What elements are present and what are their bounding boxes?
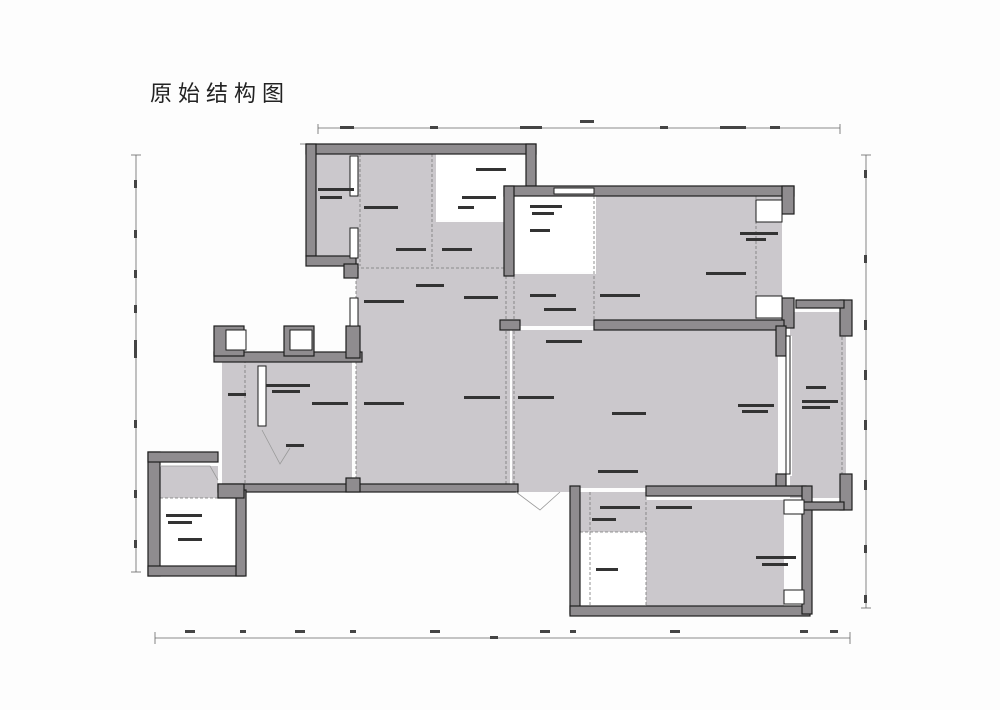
walls [147,143,853,617]
windows [225,155,805,605]
door-swings [160,429,561,511]
plan-title: 原始结构图 [150,82,291,107]
room-annotations [166,168,838,571]
dimension-lines [131,124,871,644]
dimension-ticks [134,120,867,639]
